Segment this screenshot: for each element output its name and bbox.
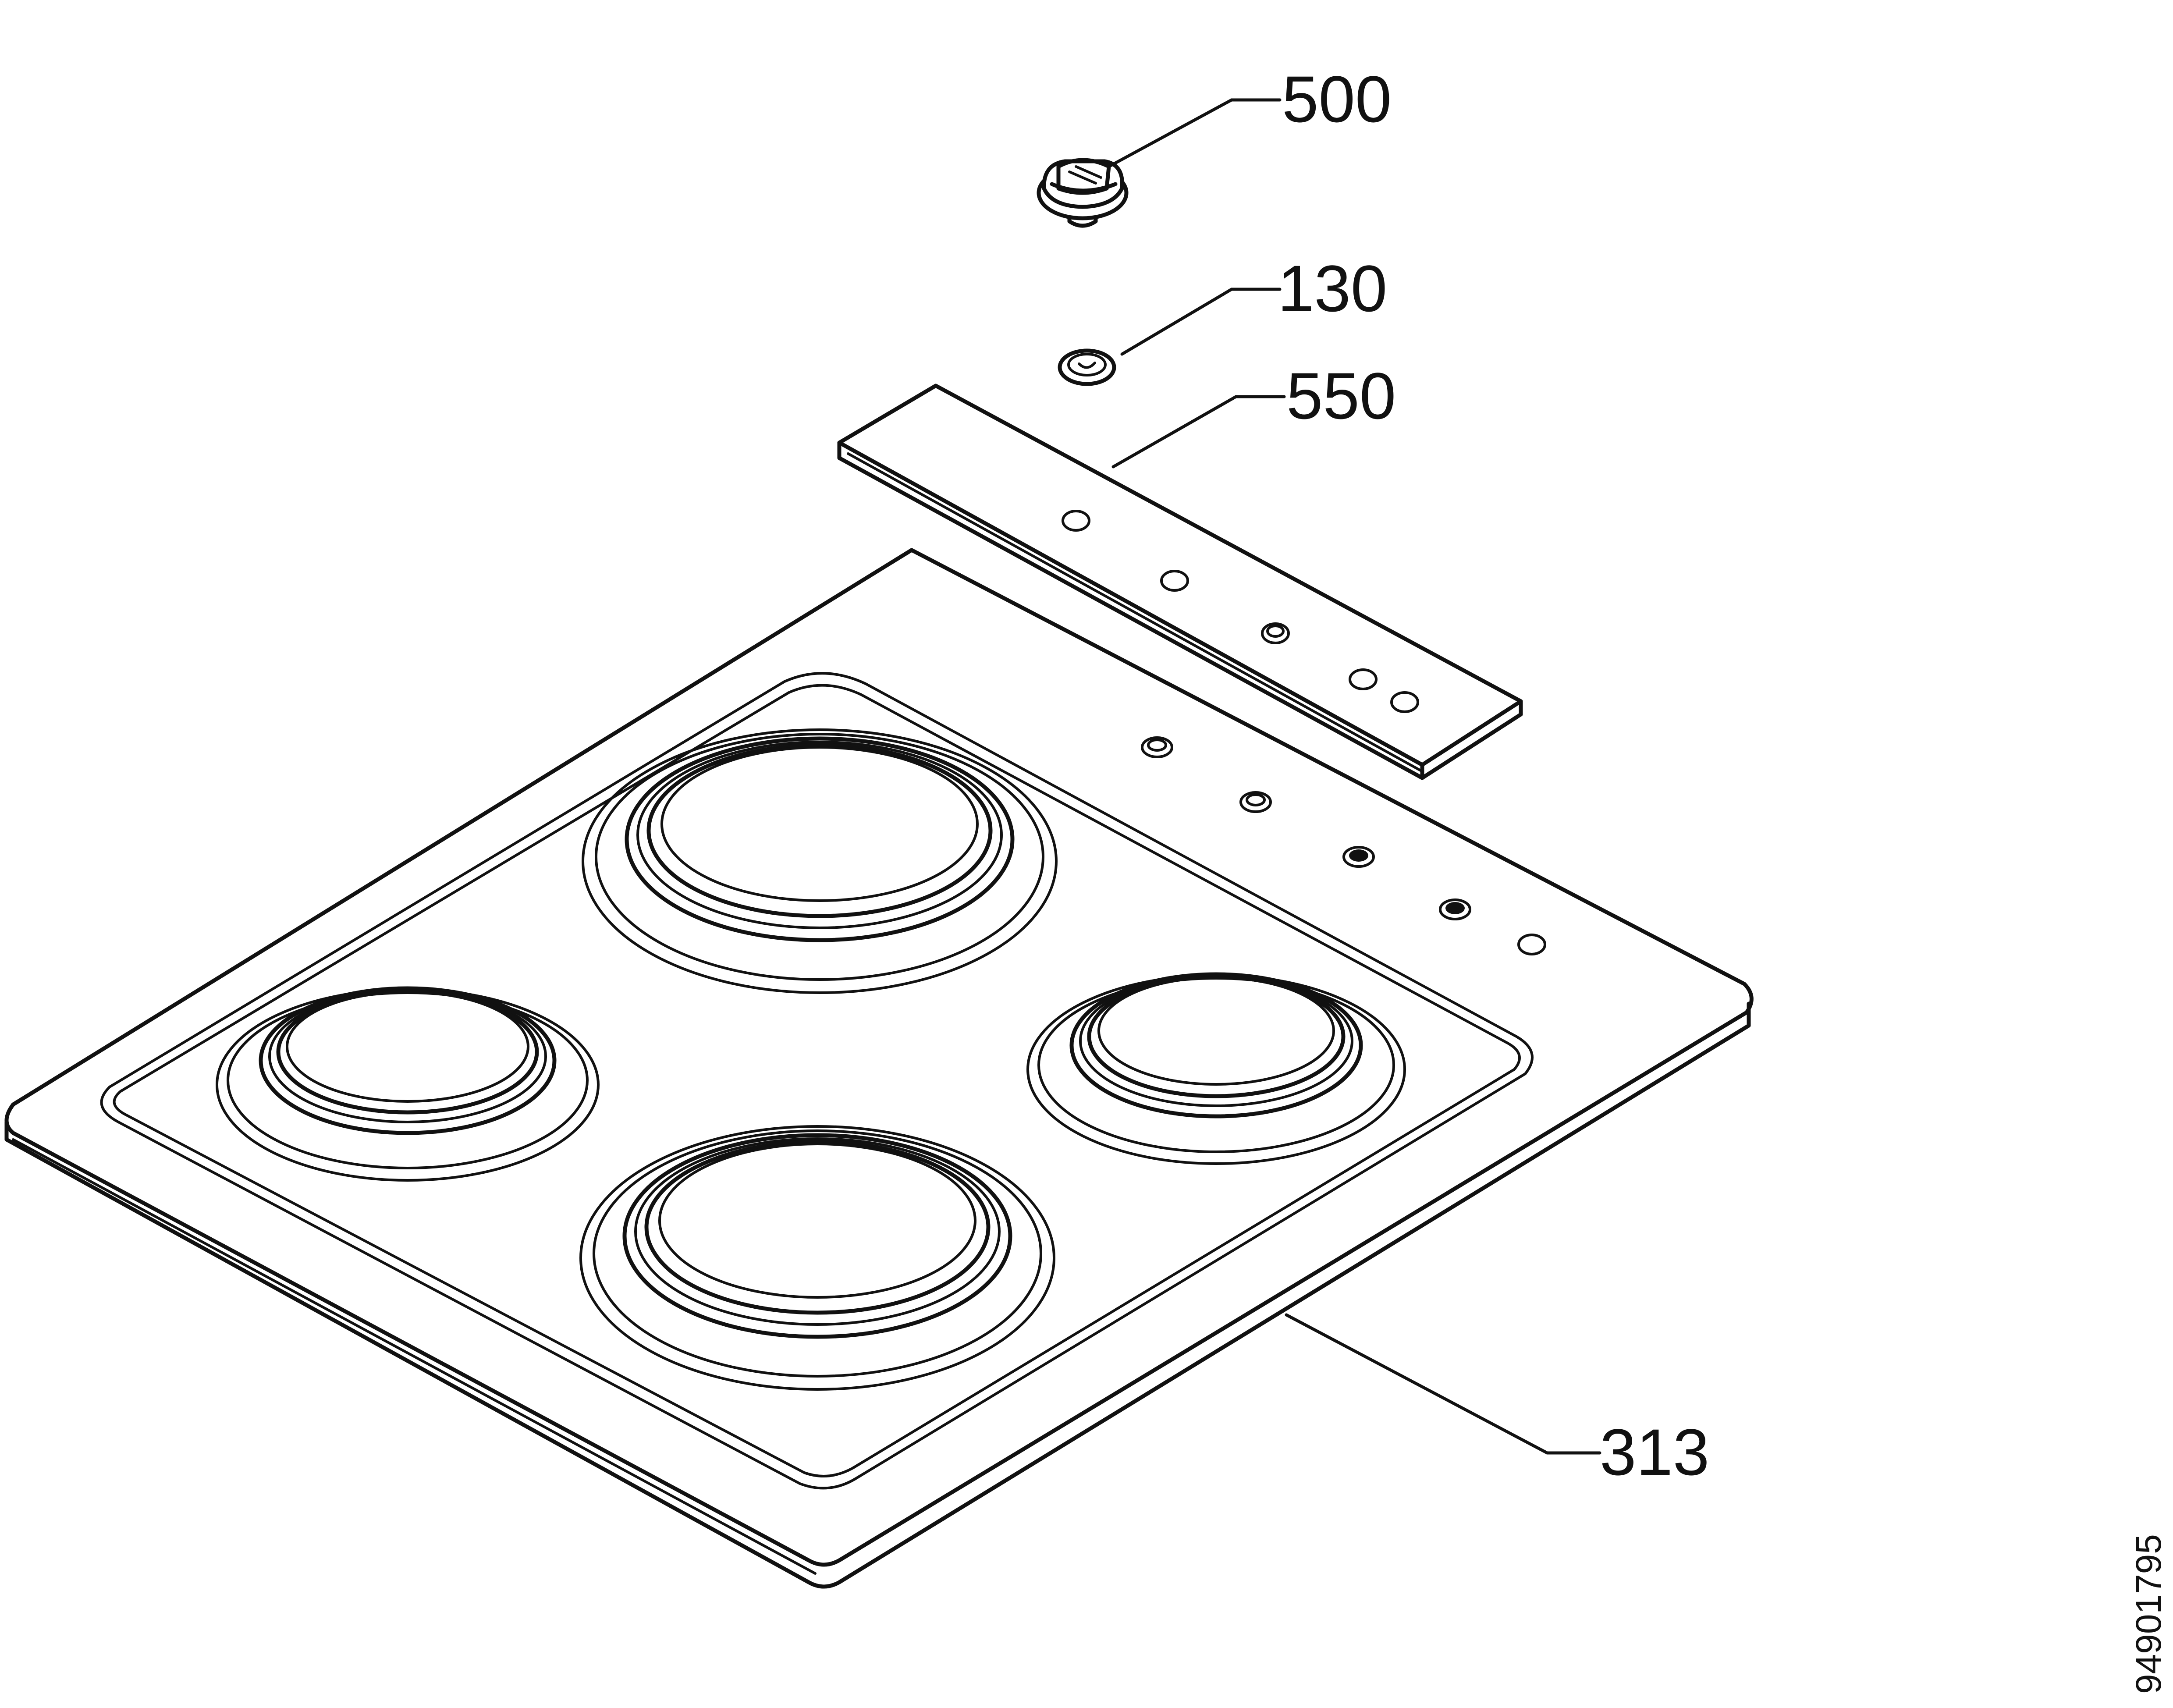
control-strip-550 [837, 384, 1523, 780]
hob-top-outer-edge [4, 548, 1754, 1567]
leader-550 [1111, 395, 1286, 469]
document-number: 94901795 [2129, 1534, 2169, 1694]
knob-500 [1037, 158, 1129, 228]
hotplate-right [1026, 972, 1406, 1165]
hotplate-front [579, 1125, 1055, 1391]
hob-top-thickness [4, 1001, 1751, 1589]
callout-500: 500 [1282, 62, 1392, 136]
hob-hole [1342, 846, 1375, 868]
hob-inner-panel [100, 672, 1534, 1490]
hob-control-holes [1141, 736, 1546, 955]
hob-hole [1439, 898, 1471, 920]
hob-top-313 [4, 548, 1754, 1589]
hotplate-rear [582, 728, 1058, 994]
hob-hole [1517, 934, 1546, 955]
washer-130 [1058, 348, 1116, 386]
callout-130: 130 [1278, 252, 1387, 325]
hob-hole [1239, 791, 1272, 813]
control-strip-holes [1062, 510, 1419, 713]
leader-313 [1285, 1313, 1601, 1455]
control-strip-top [837, 384, 1523, 767]
hotplate-left [216, 986, 600, 1182]
leader-lines [1107, 98, 1601, 1455]
hob-hole [1141, 736, 1173, 758]
leader-130 [1120, 288, 1282, 356]
callout-550: 550 [1286, 359, 1396, 433]
callout-313: 313 [1600, 1415, 1709, 1489]
leader-500 [1107, 98, 1282, 168]
